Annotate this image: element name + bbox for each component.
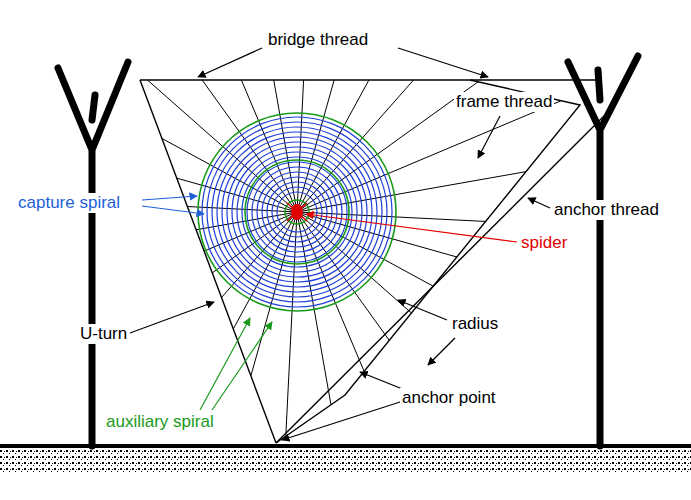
part-label: capture spiral — [16, 193, 122, 213]
capture-spiral — [237, 152, 357, 272]
auxiliary-spiral — [245, 160, 349, 264]
part-label: frame thread — [454, 92, 554, 112]
auxiliary-spiral — [198, 113, 396, 311]
radius-thread — [297, 80, 414, 212]
tree — [568, 56, 638, 446]
capture-spiral — [267, 182, 327, 242]
ground-line — [0, 444, 691, 448]
capture-spiral — [227, 142, 367, 282]
leader-lines — [142, 196, 204, 214]
capture-spiral — [277, 192, 317, 232]
part-label: bridge thread — [266, 30, 370, 50]
leader-line — [306, 214, 517, 242]
bridge-thread — [140, 79, 600, 80]
part-label: U-turn — [78, 324, 129, 344]
capture-spiral — [202, 117, 392, 307]
capture-spiral — [217, 132, 377, 292]
capture-spiral — [262, 177, 332, 247]
part-label: auxiliary spiral — [104, 412, 216, 432]
auxiliary-spiral — [285, 200, 309, 224]
tree — [58, 62, 128, 446]
radius-thread — [297, 101, 561, 212]
part-label: spider — [519, 233, 569, 253]
capture-spiral — [207, 122, 387, 302]
capture-spiral — [257, 172, 337, 252]
radius-thread — [162, 138, 297, 212]
leader-lines — [200, 318, 272, 410]
capture-spiral — [222, 137, 372, 287]
spider-legs — [287, 203, 307, 221]
capture-spiral — [272, 187, 322, 237]
capture-spiral — [212, 127, 382, 297]
radius-thread — [297, 212, 331, 405]
capture-spiral — [247, 162, 347, 262]
part-label: anchor thread — [552, 200, 661, 220]
radius-thread — [297, 212, 433, 286]
capture-spiral — [242, 157, 352, 267]
capture-spiral — [232, 147, 362, 277]
capture-spiral — [252, 167, 342, 257]
part-label: anchor point — [400, 388, 498, 408]
part-label: radius — [450, 314, 500, 334]
ground — [0, 446, 691, 472]
